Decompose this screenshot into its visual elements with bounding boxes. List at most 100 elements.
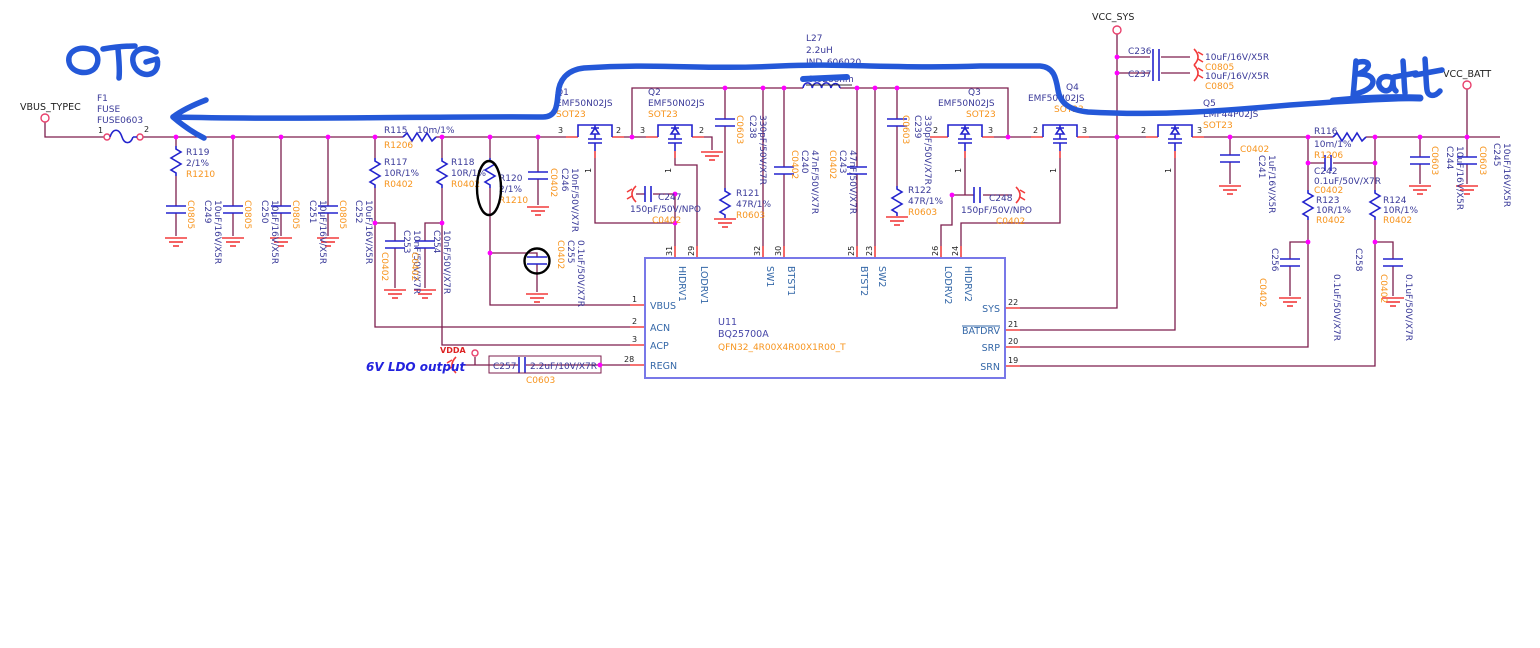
- c255-ref: C255: [565, 240, 575, 263]
- pin-name-acp: ACP: [650, 341, 669, 352]
- c247-pkg: C0402: [652, 216, 681, 226]
- c236-ref: C236: [1128, 47, 1152, 57]
- u11-part: BQ25700A: [718, 329, 769, 340]
- q2-pkg: SOT23: [648, 110, 678, 120]
- c247-ref: C247: [658, 193, 681, 203]
- r115-value: 10m/1%: [417, 126, 455, 136]
- c255-pkg: C0402: [555, 240, 565, 269]
- c237-value: 10uF/16V/X5R: [1205, 72, 1269, 82]
- c241-pkg: C0402: [1240, 145, 1269, 155]
- c242-pkg: C0402: [1314, 186, 1343, 196]
- r117-value: 10R/1%: [384, 169, 419, 179]
- pin-num-sw2: 23: [865, 246, 874, 256]
- q3-pin-right: 3: [988, 126, 993, 135]
- c251-value: 10uF/16V/X5R: [317, 200, 327, 264]
- f1-pin1: 1: [98, 126, 103, 135]
- r121-ref: R121: [736, 189, 759, 199]
- c257-value: 2.2uF/10V/X7R: [530, 362, 597, 372]
- c258-ref: C258: [1353, 248, 1363, 272]
- q1-pkg: SOT23: [556, 110, 586, 120]
- junction-dots: [173, 54, 1470, 368]
- handwritten-ink: [66, 43, 1445, 275]
- pin-num-acn: 2: [632, 317, 637, 326]
- pin-name-sw2: SW2: [876, 266, 887, 287]
- c238-ref: C238: [747, 115, 757, 139]
- r117-ref: R117: [384, 158, 407, 168]
- c247-value: 150pF/50V/NPO: [630, 205, 701, 215]
- ic-u11-body: [644, 257, 1006, 379]
- r123-value: 10R/1%: [1316, 206, 1351, 216]
- c243-ref: C243: [837, 150, 847, 173]
- r118-value: 10R/1%: [451, 169, 486, 179]
- q5-pin-right: 3: [1197, 126, 1202, 135]
- pin-num-acp: 3: [632, 335, 637, 344]
- pin-name-srn: SRN: [980, 362, 1000, 373]
- q4-part: EMF50N02JS: [1028, 94, 1085, 104]
- r124-value: 10R/1%: [1383, 206, 1418, 216]
- u11-pkg: QFN32_4R00X4R00X1R00_T: [718, 343, 846, 353]
- r123-ref: R123: [1316, 196, 1339, 206]
- c243-value: 47nF/50V/X7R: [847, 150, 857, 214]
- r122-ref: R122: [908, 186, 931, 196]
- annotation-ellipse-r120: [475, 159, 503, 217]
- terminal-vbus-typec: [40, 113, 50, 123]
- q4-pin-bottom: 1: [1049, 168, 1058, 173]
- c253-pkg: C0402: [379, 252, 389, 281]
- c244-ref: C244: [1444, 146, 1454, 170]
- l27-value: 2.2uH: [806, 46, 833, 56]
- c246-pkg: C0402: [548, 168, 558, 197]
- pin-num-sw1: 32: [753, 246, 762, 256]
- pin-num-hidrv1: 31: [665, 246, 674, 256]
- pin-name-btst1: BTST1: [785, 266, 796, 296]
- c248-value: 150pF/50V/NPO: [961, 206, 1032, 216]
- r122-pkg: R0603: [908, 208, 937, 218]
- c251-pkg: C0805: [290, 200, 300, 229]
- q3-ref: Q3: [968, 88, 981, 98]
- ic-labels: U11 BQ25700A QFN32_4R00X4R00X1R00_T VBUS…: [624, 246, 1018, 373]
- q5-pin-left: 2: [1141, 126, 1146, 135]
- u11-ref: U11: [718, 317, 737, 328]
- c242-value: 0.1uF/50V/X7R: [1314, 177, 1381, 187]
- c256-ref: C256: [1269, 248, 1279, 272]
- r124-ref: R124: [1383, 196, 1407, 206]
- c236-value: 10uF/16V/X5R: [1205, 53, 1269, 63]
- f1-pkg: FUSE0603: [97, 116, 143, 126]
- q4-ref: Q4: [1066, 83, 1079, 93]
- c253-ref: C253: [401, 230, 411, 253]
- q2-ref: Q2: [648, 88, 661, 98]
- q1-pin-bottom: 1: [584, 168, 593, 173]
- c254-ref: C254: [431, 230, 441, 254]
- f1-value: FUSE: [97, 105, 120, 115]
- fuse-labels: F1 FUSE FUSE0603 1 2: [97, 94, 149, 135]
- handwriting-otg: [66, 43, 161, 81]
- c250-pkg: C0805: [242, 200, 252, 229]
- q2-pin-bottom: 1: [664, 168, 673, 173]
- c241-ref: C241: [1256, 155, 1266, 178]
- pin-num-regn: 28: [624, 355, 634, 364]
- q4-pin-left: 2: [1033, 126, 1038, 135]
- terminal-vcc-batt: [1462, 80, 1472, 90]
- f1-ref: F1: [97, 94, 108, 104]
- q5-part: EMF44P02JS: [1203, 110, 1259, 120]
- pin-name-vbus: VBUS: [650, 301, 676, 312]
- pin-name-hidrv2: HIDRV2: [962, 266, 973, 302]
- c251-ref: C251: [307, 200, 317, 223]
- schematic-wires: [44, 34, 1500, 367]
- c249-value: 10uF/16V/X5R: [212, 200, 222, 264]
- r120-pkg: R1210: [499, 196, 528, 206]
- c238-pkg: C0603: [734, 115, 744, 144]
- c239-pkg: C0603: [900, 115, 910, 144]
- pin-name-sys: SYS: [982, 304, 1000, 315]
- r121-pkg: R0603: [736, 211, 765, 221]
- pin-name-lodrv2: LODRV2: [942, 266, 953, 304]
- ink-arrow-curve: [170, 62, 1423, 141]
- q2-pin-left: 3: [640, 126, 645, 135]
- c248-ref: C248: [989, 194, 1013, 204]
- c250-ref: C250: [259, 200, 269, 224]
- left-section-labels: R119 2/1% R1210 C0805 C249 10uF/16V/X5R …: [185, 126, 585, 307]
- q2-pin-right: 2: [699, 126, 704, 135]
- pin-num-srp: 20: [1008, 337, 1018, 346]
- c246-ref: C246: [559, 168, 569, 192]
- c256-pkg: C0402: [1257, 278, 1267, 307]
- q4-pin-right: 3: [1082, 126, 1087, 135]
